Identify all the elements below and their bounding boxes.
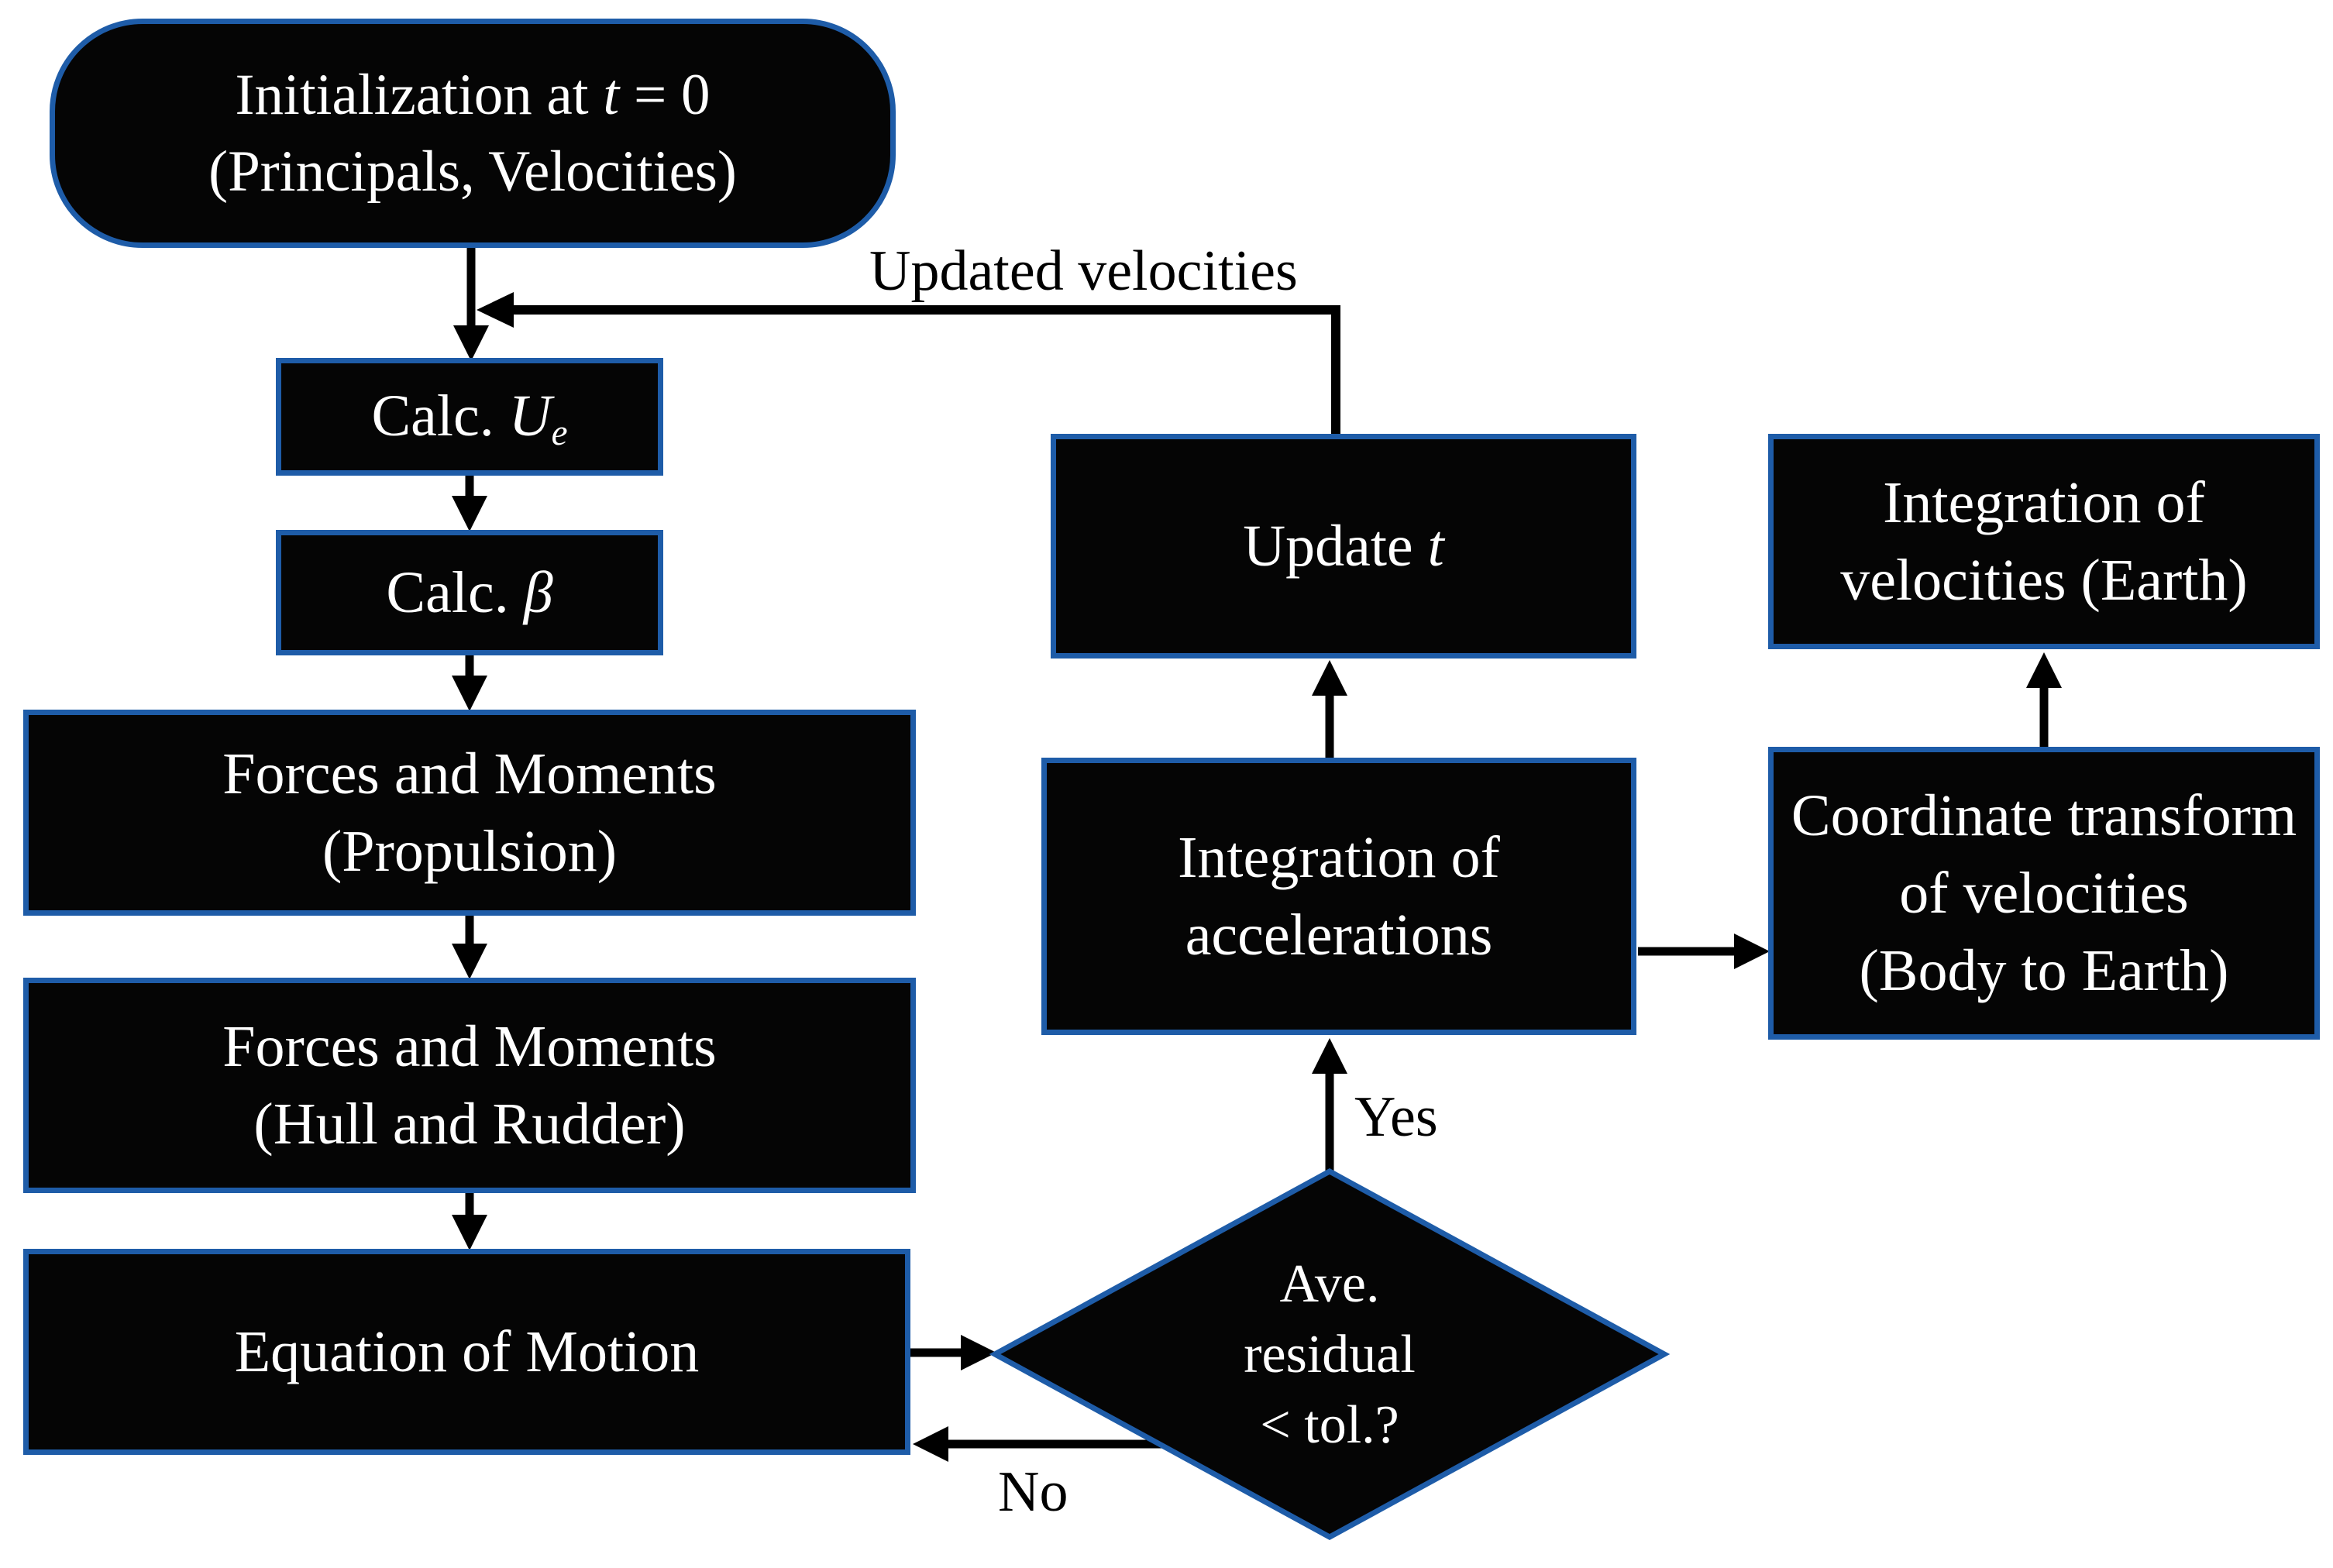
- decision-diamond-shape: [989, 1168, 1671, 1540]
- arrow-decision-yes-head: [1312, 1038, 1347, 1074]
- node-equation-of-motion: Equation of Motion: [23, 1249, 910, 1455]
- arrow-coordtransform-to-integrationvel-head: [2026, 652, 2062, 688]
- decision-line2: residual: [1244, 1324, 1416, 1384]
- integration-vel-line2: velocities (Earth): [1840, 548, 2248, 613]
- yes-label: Yes: [1354, 1085, 1438, 1149]
- node-initialization: Initialization at t = 0 (Principals, Vel…: [50, 19, 896, 248]
- arrow-init-to-calcue-head: [453, 325, 489, 361]
- forces-propulsion-line2: (Propulsion): [322, 819, 617, 884]
- initialization-line2: (Principals, Velocities): [208, 139, 737, 204]
- u-symbol: U: [508, 383, 552, 449]
- forces-hull-line2: (Hull and Rudder): [253, 1092, 686, 1157]
- node-coordinate-transform: Coordinate transform of velocities (Body…: [1768, 747, 2320, 1040]
- node-decision-text: Ave. residual < tol.?: [995, 1171, 1664, 1537]
- decision-line3: < tol.?: [1260, 1394, 1399, 1455]
- node-integration-velocities: Integration of velocities (Earth): [1768, 434, 2320, 649]
- node-update-t: Update t: [1051, 434, 1636, 658]
- integration-vel-line1: Integration of: [1883, 469, 2205, 535]
- coord-transform-line1: Coordinate transform: [1791, 782, 2297, 848]
- calc-beta-label: Calc. β: [386, 559, 553, 625]
- calc-ue-label: Calc. Ue: [371, 383, 568, 453]
- arrow-integration-to-coordtransform-head: [1734, 934, 1770, 969]
- arrow-integration-to-updatet-head: [1312, 660, 1347, 696]
- coord-transform-line3: (Body to Earth): [1859, 938, 2229, 1004]
- arrow-propulsion-to-hull-head: [452, 944, 487, 979]
- t-symbol: t: [1427, 513, 1444, 579]
- arrow-decision-no-head: [913, 1426, 948, 1462]
- arrow-calcue-to-calcbeta-head: [452, 496, 487, 531]
- updated-velocities-label: Updated velocities: [869, 239, 1298, 303]
- coord-transform-line2: of velocities: [1899, 860, 2189, 926]
- node-calc-beta: Calc. β: [276, 530, 663, 655]
- decision-line1: Ave.: [1279, 1253, 1380, 1314]
- no-label: No: [998, 1460, 1068, 1524]
- forces-propulsion-line1: Forces and Moments: [222, 741, 717, 806]
- u-subscript: e: [551, 412, 568, 453]
- node-forces-propulsion: Forces and Moments (Propulsion): [23, 710, 916, 916]
- feedback-head: [477, 292, 514, 328]
- integration-acc-line1: Integration of: [1178, 824, 1500, 890]
- forces-hull-line1: Forces and Moments: [222, 1013, 717, 1079]
- node-integration-accelerations: Integration of accelerations: [1041, 758, 1636, 1035]
- beta-symbol: β: [523, 559, 553, 625]
- arrow-hull-to-equation-head: [452, 1215, 487, 1250]
- node-calc-ue: Calc. Ue: [276, 358, 663, 476]
- integration-acc-line2: accelerations: [1185, 903, 1493, 968]
- update-t-label: Update t: [1243, 513, 1444, 579]
- t-symbol: t: [603, 63, 620, 127]
- node-forces-hull-rudder: Forces and Moments (Hull and Rudder): [23, 978, 916, 1193]
- initialization-line1: Initialization at t = 0: [235, 63, 711, 127]
- arrow-equation-to-decision-head: [961, 1335, 996, 1370]
- equation-of-motion-label: Equation of Motion: [234, 1319, 700, 1384]
- arrow-calcbeta-to-propulsion-head: [452, 676, 487, 711]
